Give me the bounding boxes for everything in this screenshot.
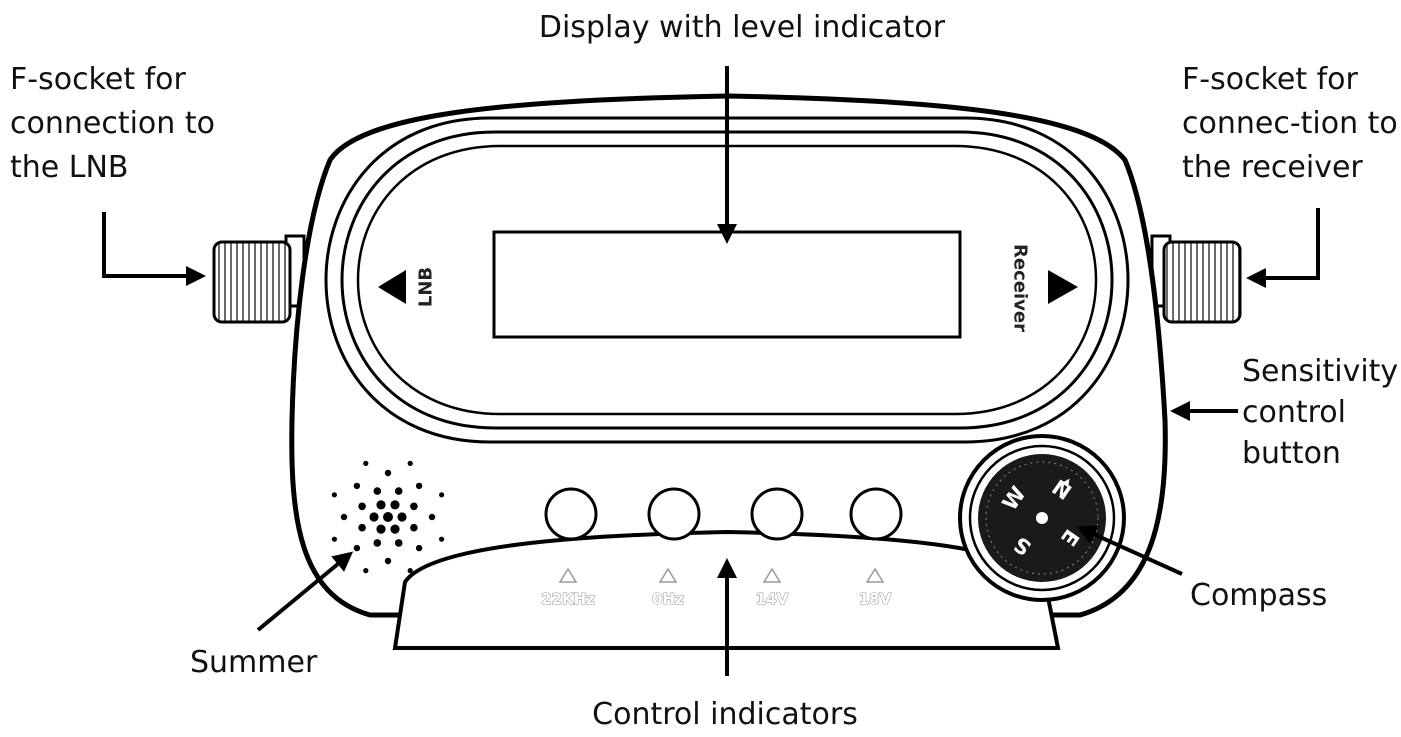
display-label: Display with level indicator <box>539 10 946 45</box>
lnb-text: LNB <box>416 267 437 307</box>
receiver-f-socket <box>1150 234 1242 324</box>
speaker-dot <box>415 544 423 552</box>
triangle-icon <box>658 567 678 583</box>
indicator-label-22khz: 22KHz <box>541 590 595 608</box>
receiver-arrow-icon <box>1048 270 1078 304</box>
indicator-label-14v: 14V <box>756 590 789 608</box>
compass-pivot <box>1036 512 1048 524</box>
speaker-dot <box>410 523 418 532</box>
callout-arrows <box>102 66 1320 676</box>
display-window <box>324 116 1130 444</box>
speaker-dot <box>394 539 403 547</box>
lnb-f-socket <box>212 234 306 324</box>
speaker-dot <box>397 512 407 522</box>
speaker-dot <box>363 460 369 466</box>
speaker-dot <box>369 512 379 522</box>
speaker-dot <box>394 487 403 495</box>
indicator-lamp-14v <box>750 487 804 541</box>
lnb-socket-label-line: connection to <box>10 106 215 141</box>
speaker-dot <box>376 524 386 534</box>
triangle-icon <box>865 567 885 583</box>
speaker-dot <box>353 482 361 490</box>
lcd-screen <box>492 230 962 339</box>
summer-label: Summer <box>190 645 318 680</box>
speaker-dot <box>384 557 392 565</box>
control-indicators-label: Control indicators <box>592 697 858 732</box>
speaker-dot <box>439 536 445 542</box>
receiver-socket-label-line: F-socket for <box>1182 62 1359 97</box>
receiver-socket-label: F-socket for connec-tion to the receiver <box>1182 62 1401 185</box>
compass-arrow <box>1076 525 1183 576</box>
speaker-dot <box>363 568 369 574</box>
lnb-socket-label-line: F-socket for <box>10 62 187 97</box>
indicator-lamp-18v <box>849 487 903 541</box>
speaker-dot <box>407 568 413 574</box>
indicator-lamps <box>544 487 903 541</box>
receiver-text: Receiver <box>1010 244 1031 332</box>
sensitivity-label-line: button <box>1242 436 1341 471</box>
speaker-dot <box>428 513 436 521</box>
indicator-lamp-22khz <box>544 487 598 541</box>
speaker-dot <box>358 523 366 532</box>
indicator-captions: 22KHz 0Hz 14V 18V <box>541 567 892 609</box>
speaker-grille <box>331 460 445 574</box>
indicator-label-0hz: 0Hz <box>652 590 684 608</box>
speaker-dot <box>384 469 392 477</box>
indicator-lamp-0hz <box>647 487 701 541</box>
sensitivity-label-line: control <box>1242 395 1346 430</box>
speaker-dot <box>376 500 386 510</box>
indicator-label-18v: 18V <box>859 590 892 608</box>
lnb-socket-arrow <box>102 212 206 286</box>
speaker-dot <box>407 460 413 466</box>
triangle-icon <box>558 567 578 583</box>
speaker-dot <box>373 539 382 547</box>
sensitivity-label-line: Sensitivity <box>1242 354 1398 389</box>
lnb-socket-label: F-socket for connection to the LNB <box>10 62 225 185</box>
speaker-dot <box>331 492 337 498</box>
summer-arrow <box>256 551 354 632</box>
device-body <box>289 93 1168 618</box>
speaker-dot <box>390 500 400 510</box>
speaker-dot <box>383 512 393 522</box>
compass: N E S W <box>958 434 1126 602</box>
speaker-dot <box>410 502 418 511</box>
receiver-socket-label-line: connec-tion to <box>1182 106 1398 141</box>
speaker-dot <box>415 482 423 490</box>
compass-label: Compass <box>1190 578 1327 613</box>
speaker-dot <box>331 536 337 542</box>
speaker-dot <box>358 502 366 511</box>
lnb-arrow-icon <box>378 270 406 304</box>
sensitivity-label: Sensitivity control button <box>1242 354 1401 471</box>
receiver-socket-arrow <box>1246 208 1320 288</box>
speaker-dot <box>439 492 445 498</box>
receiver-socket-label-line: the receiver <box>1182 150 1363 185</box>
speaker-dot <box>373 487 382 495</box>
lnb-socket-label-line: the LNB <box>10 150 129 185</box>
speaker-dot <box>340 513 348 521</box>
speaker-dot <box>353 544 361 552</box>
speaker-dot <box>390 524 400 534</box>
triangle-icon <box>762 567 782 583</box>
